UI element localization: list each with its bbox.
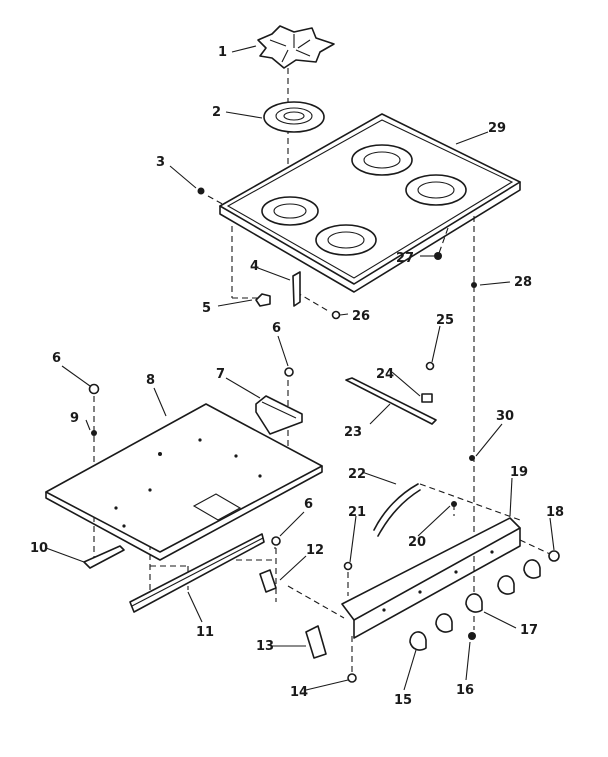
callout-3: 3 <box>156 155 165 170</box>
rod-part-23 <box>345 377 437 425</box>
callout-5: 5 <box>202 301 211 316</box>
screw-14 <box>347 673 357 683</box>
callout-4: 4 <box>250 259 259 274</box>
callout-13: 13 <box>256 639 274 654</box>
callout-25: 25 <box>436 313 454 328</box>
callout-26: 26 <box>352 309 370 324</box>
callout-2: 2 <box>212 105 221 120</box>
callout-17: 17 <box>520 623 538 638</box>
screw-3 <box>197 187 205 195</box>
screw-6-lower <box>271 536 281 546</box>
manifold-panel-19 <box>341 517 521 639</box>
callout-1: 1 <box>218 45 227 60</box>
callout-15: 15 <box>394 693 412 708</box>
callout-9: 9 <box>70 411 79 426</box>
callout-27: 27 <box>396 251 414 266</box>
clip-part-12 <box>259 569 277 593</box>
callout-8: 8 <box>146 373 155 388</box>
callout-28: 28 <box>514 275 532 290</box>
burner-ring-part <box>263 101 325 133</box>
rail-part-11 <box>129 533 265 613</box>
screw-20 <box>451 501 457 507</box>
screw-26 <box>331 310 341 320</box>
callout-10: 10 <box>30 541 48 556</box>
clip-part-24 <box>421 393 433 403</box>
clip-5 <box>255 293 271 307</box>
tube-part-22 <box>373 483 421 537</box>
callout-6-left: 6 <box>52 351 61 366</box>
screw-25 <box>425 361 435 371</box>
screw-9 <box>91 430 97 436</box>
screw-6-left <box>88 383 100 395</box>
callout-7: 7 <box>216 367 225 382</box>
bracket-part-13 <box>305 625 327 659</box>
strip-part-10 <box>83 545 125 569</box>
callout-16: 16 <box>456 683 474 698</box>
cooktop-part <box>219 113 521 293</box>
screw-6-top <box>284 367 294 377</box>
callout-14: 14 <box>290 685 308 700</box>
callout-6-lower: 6 <box>304 497 313 512</box>
leader-lines <box>45 45 555 691</box>
screw-27 <box>434 252 442 260</box>
screw-16 <box>468 632 476 640</box>
callout-21: 21 <box>348 505 366 520</box>
callout-24: 24 <box>376 367 394 382</box>
callout-12: 12 <box>306 543 324 558</box>
bracket-7 <box>255 395 303 435</box>
burner-cap-part <box>257 25 335 69</box>
callout-18: 18 <box>546 505 564 520</box>
callout-23: 23 <box>344 425 362 440</box>
callout-11: 11 <box>196 625 214 640</box>
callout-20: 20 <box>408 535 426 550</box>
callout-6-top: 6 <box>272 321 281 336</box>
callout-29: 29 <box>488 121 506 136</box>
screw-21 <box>343 561 353 571</box>
knob-part-15 <box>409 559 541 651</box>
screw-18 <box>548 550 560 562</box>
callout-19: 19 <box>510 465 528 480</box>
callout-22: 22 <box>348 467 366 482</box>
bracket-4 <box>292 271 301 307</box>
clip-30 <box>469 455 475 461</box>
screw-28 <box>471 282 477 288</box>
tray-part-8 <box>45 403 323 561</box>
callout-labels: 1 2 3 4 5 6 6 6 7 8 9 10 11 12 13 14 15 … <box>30 45 564 708</box>
callout-30: 30 <box>496 409 514 424</box>
